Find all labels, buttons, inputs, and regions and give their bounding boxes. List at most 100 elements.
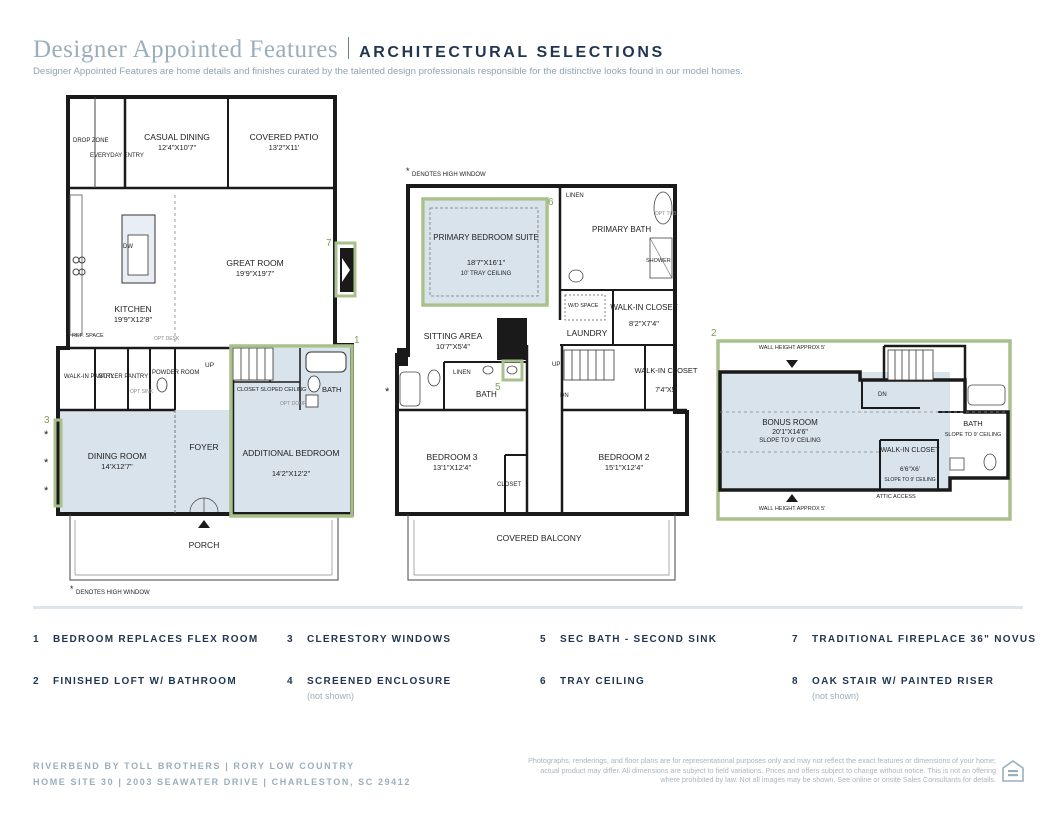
legend-note: (not shown) — [307, 691, 355, 701]
label-shower: SHOWER — [646, 258, 671, 264]
label-foyer: FOYER — [189, 442, 218, 452]
first-floor-plan: 1 3 7 * * * DROP ZONE EVERYDAY ENTRY CAS… — [44, 95, 360, 596]
marker-1: 1 — [354, 335, 360, 346]
label-wall-height-bottom: WALL HEIGHT APPROX 5' — [759, 506, 826, 512]
highlight-finished-loft — [716, 339, 1012, 521]
label-bedroom-3-dim: 13'1"X12'4" — [433, 463, 472, 472]
label-bonus-room-dim: 20'1"X14'6" — [772, 429, 808, 436]
page-title: Designer Appointed Features — [33, 36, 339, 63]
label-up: UP — [205, 362, 214, 369]
floor-plans: 1 3 7 * * * DROP ZONE EVERYDAY ENTRY CAS… — [44, 95, 1012, 596]
community-line: RIVERBEND BY TOLL BROTHERS | RORY LOW CO… — [33, 761, 355, 771]
label-primary-bedroom-dim: 18'7"X16'1" — [467, 258, 506, 267]
label-great-room-dim: 19'9"X19'7" — [236, 269, 275, 278]
high-window-star: * — [385, 386, 390, 398]
highlight-tray-ceiling — [421, 197, 549, 307]
label-high-window-note-2: DENOTES HIGH WINDOW — [412, 172, 486, 178]
label-bath-3-note: SLOPE TO 9' CEILING — [945, 432, 1001, 438]
label-walk-in-closet-3-dim: 6'6"X6' — [900, 466, 920, 473]
label-bedroom-3: BEDROOM 3 — [426, 452, 477, 462]
high-window-star: * — [44, 429, 49, 441]
label-walk-in-pantry: WALK-IN PANTRY — [64, 374, 114, 380]
page-subtitle-label: ARCHITECTURAL SELECTIONS — [359, 44, 665, 61]
label-walk-in-closet: WALK-IN CLOSET — [610, 303, 677, 312]
label-bath-2: BATH — [476, 390, 497, 399]
label-covered-patio: COVERED PATIO — [250, 132, 319, 142]
label-linen: LINEN — [566, 193, 584, 199]
label-bath-3: BATH — [963, 419, 982, 428]
label-wall-height-top: WALL HEIGHT APPROX 5' — [759, 345, 826, 351]
label-drop-zone: DROP ZONE — [73, 138, 109, 144]
label-dn-3: DN — [878, 392, 887, 398]
legend-note: (not shown) — [812, 691, 860, 701]
label-opt-desk: OPT DESK — [154, 336, 180, 342]
high-window-star: * — [70, 584, 74, 594]
label-kitchen: KITCHEN — [114, 304, 151, 314]
label-sitting-area-dim: 10'7"X5'4" — [436, 342, 470, 351]
label-bedroom-2: BEDROOM 2 — [598, 452, 649, 462]
highlight-additional-bedroom — [229, 344, 354, 518]
label-ref-space: REF. SPACE — [72, 333, 104, 339]
label-dining-room: DINING ROOM — [88, 451, 147, 461]
high-window-star: * — [44, 485, 49, 497]
label-bonus-room-note: SLOPE TO 9' CEILING — [759, 438, 821, 444]
foyer-fill — [175, 410, 233, 512]
label-closet-sloped: CLOSET SLOPED CEILING — [237, 387, 306, 393]
kitchen-sink — [127, 234, 149, 276]
label-up-2: UP — [552, 362, 560, 368]
label-primary-bath: PRIMARY BATH — [592, 225, 651, 234]
marker-5: 5 — [495, 382, 501, 393]
high-window-star: * — [406, 166, 410, 176]
label-laundry: LAUNDRY — [567, 328, 608, 338]
label-wd-space: W/D SPACE — [568, 303, 599, 309]
title-divider — [348, 37, 350, 59]
label-bonus-room: BONUS ROOM — [762, 418, 818, 427]
label-additional-bedroom: ADDITIONAL BEDROOM — [243, 448, 340, 458]
label-casual-dining-dim: 12'4"X10'7" — [158, 143, 197, 152]
highlight-fireplace — [334, 241, 357, 298]
label-butler-pantry: BUTLER PANTRY — [99, 374, 148, 380]
label-high-window-note: DENOTES HIGH WINDOW — [76, 590, 150, 596]
section-divider — [33, 606, 1023, 609]
label-sitting-area: SITTING AREA — [424, 331, 483, 341]
label-everyday-entry: EVERYDAY ENTRY — [90, 153, 144, 159]
marker-3: 3 — [44, 415, 50, 426]
marker-7: 7 — [326, 238, 332, 249]
page-description: Designer Appointed Features are home det… — [33, 66, 743, 77]
high-window-star: * — [44, 457, 49, 469]
page-header: Designer Appointed Features ARCHITECTURAL… — [33, 36, 665, 64]
label-porch: PORCH — [189, 540, 220, 550]
label-walk-in-closet-dim: 8'2"X7'4" — [629, 319, 659, 328]
label-bath: BATH — [322, 385, 341, 394]
label-covered-balcony: COVERED BALCONY — [496, 533, 581, 543]
label-opt-sink: OPT SINK — [130, 389, 154, 395]
label-opt-tub: OPT TUB — [655, 211, 677, 217]
label-tray-ceiling: 10' TRAY CEILING — [461, 271, 512, 277]
community-info: RIVERBEND BY TOLL BROTHERS | RORY LOW CO… — [33, 758, 411, 790]
label-linen-2: LINEN — [453, 370, 471, 376]
label-opt-door: OPT DOOR — [280, 401, 307, 407]
label-bedroom-2-dim: 15'1"X12'4" — [605, 463, 644, 472]
label-kitchen-dim: 19'9"X12'8" — [114, 315, 153, 324]
label-powder-room: POWDER ROOM — [152, 370, 199, 376]
label-closet: CLOSET — [497, 482, 521, 488]
equal-housing-icon — [1002, 760, 1024, 782]
label-additional-bedroom-dim: 14'2"X12'2" — [272, 469, 311, 478]
disclaimer: Photographs, renderings, and floor plans… — [528, 756, 996, 784]
highlight-clerestory-windows — [53, 418, 63, 508]
label-dw: DW — [123, 244, 133, 250]
label-dn-2: DN — [560, 393, 569, 399]
marker-6: 6 — [548, 197, 554, 208]
label-primary-bedroom: PRIMARY BEDROOM SUITE — [433, 233, 539, 242]
highlight-second-sink — [501, 359, 524, 382]
label-walk-in-closet-3: WALK-IN CLOSET — [881, 447, 941, 454]
label-dining-room-dim: 14'X12'7" — [101, 462, 133, 471]
loft-plan: 2 WALL HEIGHT APPROX 5' BONUS ROOM 20'1"… — [711, 328, 1012, 521]
marker-2: 2 — [711, 328, 717, 339]
second-floor-plan: * DENOTES HIGH WINDOW — [385, 166, 698, 581]
